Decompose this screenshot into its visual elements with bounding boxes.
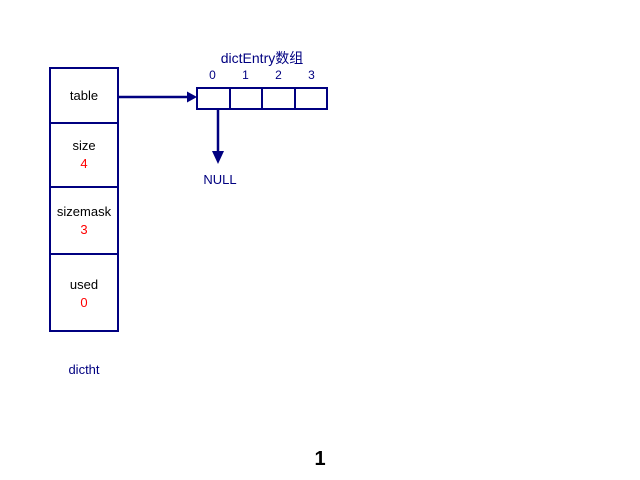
array-index-2: 2: [275, 68, 282, 82]
array-index-3: 3: [308, 68, 315, 82]
array-cell-2: [263, 89, 296, 108]
struct-field-sizemask-name: sizemask: [56, 203, 112, 219]
arrow-down-icon: [212, 108, 224, 164]
arrow-right-icon: [119, 91, 197, 103]
struct-field-used: used 0: [51, 255, 117, 332]
struct-field-used-name: used: [69, 276, 99, 292]
struct-field-size: size 4: [51, 124, 117, 188]
dictentry-array-indices: 0 1 2 3: [196, 68, 328, 82]
struct-field-table-name: table: [69, 87, 99, 103]
page-number: 1: [314, 448, 326, 470]
struct-field-size-value: 4: [80, 156, 88, 171]
array-index-1: 1: [242, 68, 249, 82]
dictht-struct-box: table size 4 sizemask 3 used 0: [49, 67, 119, 332]
struct-field-used-value: 0: [80, 294, 88, 310]
struct-field-sizemask-value: 3: [80, 221, 88, 237]
struct-field-table: table: [51, 69, 117, 124]
dictentry-array-box: [196, 87, 328, 110]
array-cell-0: [198, 89, 231, 108]
array-cell-1: [231, 89, 263, 108]
dictentry-array-title: dictEntry数组: [220, 50, 304, 66]
array-index-0: 0: [209, 68, 216, 82]
dictht-caption: dictht: [68, 362, 100, 377]
null-pointer-label: NULL: [203, 172, 237, 187]
array-cell-3: [296, 89, 327, 108]
struct-field-sizemask: sizemask 3: [51, 188, 117, 255]
struct-field-size-name: size: [72, 138, 96, 153]
